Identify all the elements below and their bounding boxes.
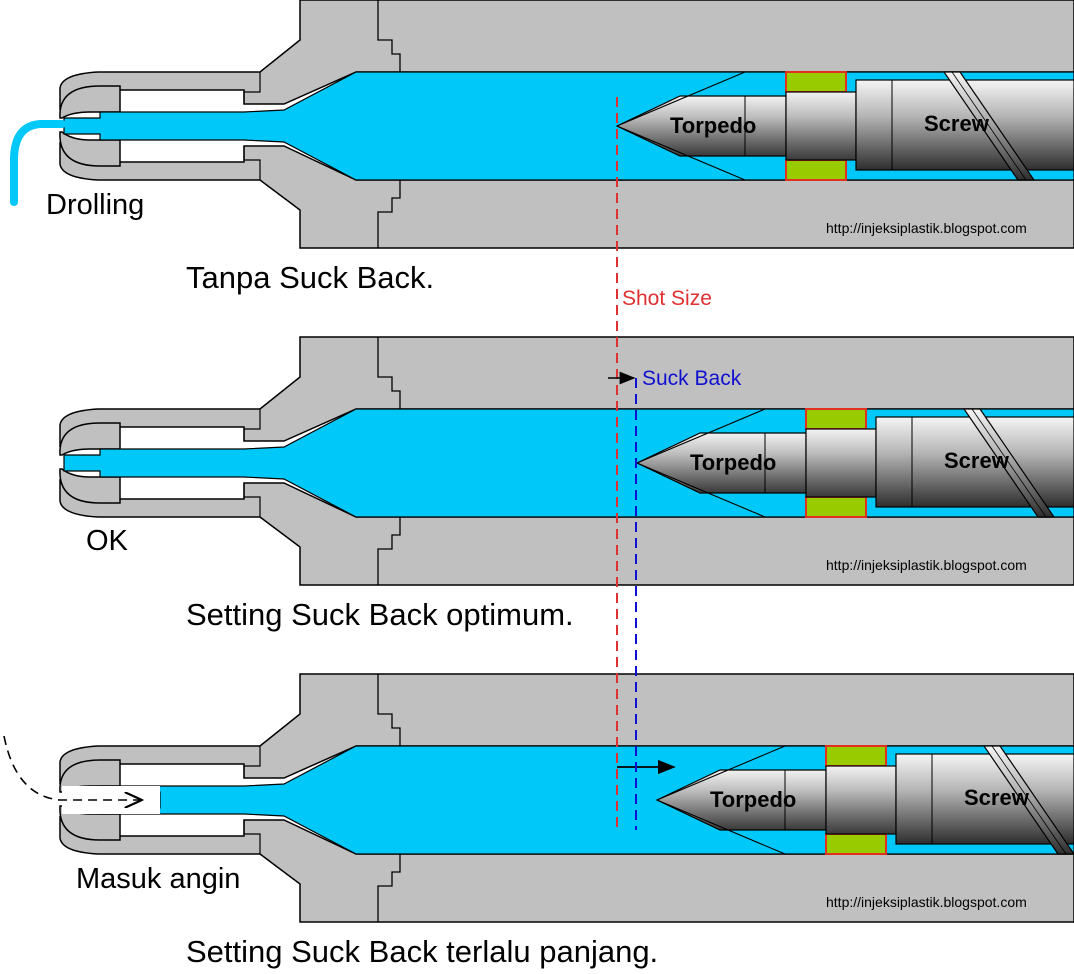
flange-joint-top (377, 0, 401, 72)
torpedo-label: Torpedo (670, 113, 756, 138)
torpedo-label: Torpedo (710, 787, 796, 812)
check-ring-bottom (785, 159, 847, 181)
check-valve-shaft (825, 765, 897, 835)
nozzle-joint-top (243, 409, 261, 441)
screw-label: Screw (924, 111, 990, 136)
source-url: http://injeksiplastik.blogspot.com (826, 557, 1027, 573)
cone-guide (616, 71, 746, 181)
flange-joint-bottom (377, 180, 401, 248)
nozzle-tip-top (59, 422, 121, 456)
cone-guide (636, 408, 766, 518)
barrel-assembly: Torpedo Screw http://injeksiplastik.blogsp… (59, 673, 1074, 923)
nozzle-joint-top (243, 746, 261, 778)
screw-flight-edge (991, 745, 1067, 855)
flange-joint-top (377, 674, 401, 746)
panel-no-suck-back: Torpedo Screw http://injeksiplastik.blogsp… (10, 0, 1074, 295)
barrel-assembly: Torpedo Screw http://injeksiplastik.blogsp… (59, 336, 1074, 586)
check-ring-top (805, 408, 867, 430)
side-label: OK (86, 525, 129, 557)
side-label: Drolling (46, 189, 144, 221)
source-url: http://injeksiplastik.blogspot.com (826, 894, 1027, 910)
panel-caption: Setting Suck Back optimum. (186, 597, 574, 632)
drool-stream (10, 120, 66, 206)
screw-flight-edge (971, 408, 1047, 518)
check-ring-bottom (825, 833, 887, 855)
panel-excessive-suck-back: Torpedo Screw http://injeksiplastik.blogsp… (3, 673, 1074, 969)
nozzle-tip-top (59, 85, 121, 119)
screw-label: Screw (944, 448, 1010, 473)
check-ring-bottom (805, 496, 867, 518)
screw-label: Screw (964, 785, 1030, 810)
panel-caption: Tanpa Suck Back. (186, 260, 434, 295)
panel-caption: Setting Suck Back terlalu panjang. (186, 934, 658, 969)
screw-flight-edge (951, 71, 1027, 181)
panel-optimum-suck-back: Torpedo Screw http://injeksiplastik.blogsp… (59, 336, 1074, 632)
nozzle-joint-top (243, 72, 261, 104)
check-valve-shaft (805, 428, 877, 498)
shot-size-label: Shot Size (622, 287, 712, 310)
air-inflow-arrow (3, 735, 142, 800)
source-url: http://injeksiplastik.blogspot.com (826, 220, 1027, 236)
barrel-assembly: Torpedo Screw http://injeksiplastik.blogsp… (59, 0, 1074, 249)
suck-back-label: Suck Back (642, 367, 742, 390)
check-ring-top (825, 745, 887, 767)
flange-joint-bottom (377, 517, 401, 585)
screw-body (875, 416, 1074, 508)
side-label: Masuk angin (76, 863, 240, 895)
check-valve-shaft (785, 91, 857, 161)
torpedo-label: Torpedo (690, 450, 776, 475)
nozzle-joint-bottom (243, 146, 261, 180)
nozzle-joint-bottom (243, 483, 261, 517)
cone-guide (656, 745, 786, 855)
flange-joint-bottom (377, 854, 401, 922)
check-ring-top (785, 71, 847, 93)
flange-joint-top (377, 337, 401, 409)
nozzle-joint-bottom (243, 820, 261, 854)
